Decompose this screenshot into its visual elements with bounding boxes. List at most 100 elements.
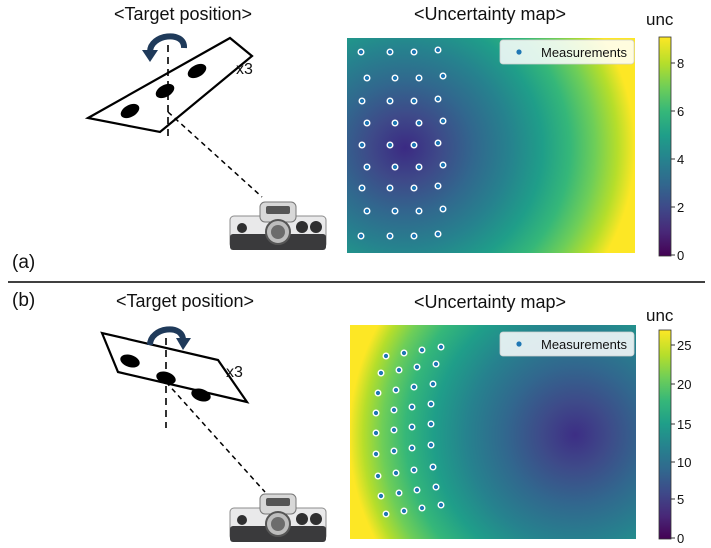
measurement-marker — [382, 510, 390, 518]
panel-b: (b) <Target position> <Uncertainty map> … — [12, 290, 691, 546]
measurement-marker — [410, 141, 418, 149]
measurement-marker — [434, 46, 442, 54]
legend-label-a: Measurements — [541, 45, 627, 60]
measurement-marker — [432, 360, 440, 368]
measurement-marker — [392, 469, 400, 477]
colorbar-tick-a-8: 8 — [677, 56, 684, 71]
measurement-marker — [434, 182, 442, 190]
measurement-marker — [415, 74, 423, 82]
measurement-marker — [363, 119, 371, 127]
measurement-marker — [386, 141, 394, 149]
measurement-marker — [439, 117, 447, 125]
rotation-arrow-icon — [142, 33, 187, 62]
measurement-marker — [395, 366, 403, 374]
measurement-marker — [410, 383, 418, 391]
target-title-a: <Target position> — [114, 4, 252, 24]
measurement-marker — [427, 400, 435, 408]
measurement-marker — [415, 163, 423, 171]
measurement-marker — [427, 420, 435, 428]
measurement-marker — [374, 472, 382, 480]
measurement-marker — [434, 230, 442, 238]
measurement-marker — [410, 97, 418, 105]
measurement-marker — [400, 349, 408, 357]
measurement-marker — [374, 389, 382, 397]
legend-label-b: Measurements — [541, 337, 627, 352]
measurement-marker — [392, 386, 400, 394]
measurement-marker-icon — [516, 341, 522, 347]
repeat-label-a: x3 — [236, 61, 253, 78]
measurement-marker — [382, 352, 390, 360]
measurement-marker — [358, 184, 366, 192]
colorbar-tick-b-25: 25 — [677, 338, 691, 353]
measurement-marker — [413, 363, 421, 371]
measurement-marker — [418, 346, 426, 354]
colorbar-tick-a-2: 2 — [677, 200, 684, 215]
measurement-marker — [363, 207, 371, 215]
measurement-marker — [437, 343, 445, 351]
measurement-marker — [418, 504, 426, 512]
colorbar-tick-b-20: 20 — [677, 377, 691, 392]
map-title-a: <Uncertainty map> — [414, 4, 566, 24]
measurement-marker — [377, 492, 385, 500]
measurement-marker — [427, 441, 435, 449]
colorbar-tick-b-10: 10 — [677, 455, 691, 470]
camera-icon — [229, 493, 327, 543]
measurement-marker — [429, 463, 437, 471]
colorbar-a — [658, 36, 672, 257]
map-title-b: <Uncertainty map> — [414, 292, 566, 312]
measurement-marker — [372, 450, 380, 458]
target-title-b: <Target position> — [116, 291, 254, 311]
uncertainty-map-b — [350, 325, 636, 539]
measurement-marker — [432, 483, 440, 491]
measurement-marker — [429, 380, 437, 388]
measurement-marker — [390, 447, 398, 455]
measurement-marker — [386, 48, 394, 56]
measurement-marker — [390, 426, 398, 434]
colorbar-tick-a-0: 0 — [677, 248, 684, 263]
measurement-markers-a — [357, 46, 447, 240]
legend-b: Measurements — [499, 331, 635, 357]
panel-label-b: (b) — [12, 290, 35, 311]
colorbar-title-a: unc — [646, 10, 674, 29]
measurement-marker — [415, 119, 423, 127]
measurement-marker — [357, 48, 365, 56]
colorbar-b — [658, 329, 672, 540]
target-plate-a — [84, 36, 254, 134]
measurement-marker — [415, 207, 423, 215]
measurement-marker — [434, 139, 442, 147]
measurement-marker — [400, 507, 408, 515]
measurement-marker — [357, 232, 365, 240]
measurement-marker — [372, 409, 380, 417]
measurement-marker — [408, 403, 416, 411]
measurement-marker — [372, 429, 380, 437]
measurement-marker-icon — [516, 49, 522, 55]
measurement-marker — [377, 369, 385, 377]
colorbar-tick-b-5: 5 — [677, 492, 684, 507]
measurement-marker — [391, 74, 399, 82]
measurement-marker — [386, 184, 394, 192]
colorbar-ticks-a: 0 2 4 6 8 — [671, 56, 684, 263]
colorbar-tick-b-0: 0 — [677, 531, 684, 546]
rotation-arrow-icon — [147, 326, 191, 350]
measurement-marker — [408, 444, 416, 452]
measurement-marker — [439, 205, 447, 213]
measurement-marker — [410, 232, 418, 240]
colorbar-tick-b-15: 15 — [677, 417, 691, 432]
measurement-marker — [439, 72, 447, 80]
measurement-marker — [395, 489, 403, 497]
colorbar-title-b: unc — [646, 306, 674, 325]
camera-sightline-a — [167, 111, 263, 198]
colorbar-ticks-b: 0 5 10 15 20 25 — [671, 338, 691, 546]
measurement-marker — [391, 207, 399, 215]
camera-icon — [229, 201, 327, 251]
measurement-marker — [439, 161, 447, 169]
measurement-marker — [358, 141, 366, 149]
measurement-marker — [437, 501, 445, 509]
measurement-marker — [363, 163, 371, 171]
measurement-marker — [408, 423, 416, 431]
uncertainty-map-a — [347, 38, 635, 253]
measurement-marker — [358, 97, 366, 105]
measurement-marker — [390, 406, 398, 414]
measurement-marker — [363, 74, 371, 82]
